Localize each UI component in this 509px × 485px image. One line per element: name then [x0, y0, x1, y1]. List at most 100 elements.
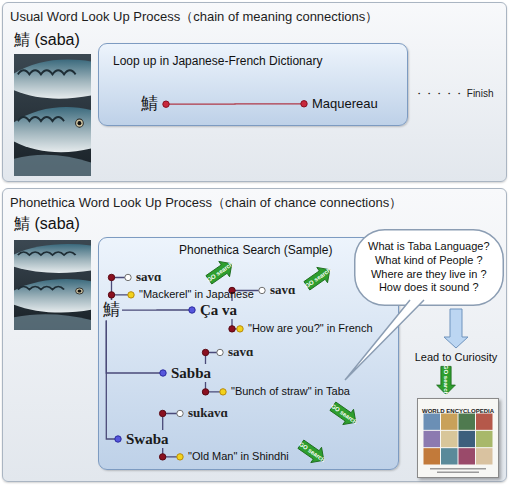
- junction-dot: [159, 454, 165, 460]
- go-arrow: [327, 399, 361, 430]
- fish-body: [10, 244, 95, 273]
- encyclopedia-book: WORLD ENCYCLOPEDIA: [417, 398, 499, 478]
- text-line: [430, 468, 486, 470]
- junction-dot: [202, 349, 208, 355]
- fish-stripes: [18, 117, 64, 121]
- go-arrow-shape: [203, 256, 237, 287]
- node-dot: [217, 349, 223, 355]
- node-text: What kind of People ?: [375, 254, 483, 268]
- search-box: Phonethica Search (Sample) 鯖 savɑ "Mackerel…: [98, 237, 399, 470]
- process-panel: Phonethica Word Look Up Process（chain of…: [2, 188, 507, 482]
- node-text: savɑ: [136, 270, 162, 285]
- collage-tile: [424, 431, 441, 447]
- meaning-node: "How are you?" in French: [240, 322, 375, 336]
- node-text: sukavɑ: [188, 406, 228, 421]
- collage-tile: [424, 414, 441, 430]
- collage-tile: [441, 414, 458, 430]
- node-text: 鯖: [103, 300, 120, 320]
- node-dot: [220, 389, 226, 395]
- node-text: savɑ: [228, 345, 254, 360]
- junction-dot: [159, 410, 165, 416]
- curiosity-note: Lead to Curiosity: [415, 351, 498, 363]
- node-dot: [115, 436, 121, 442]
- fish-body: [10, 107, 95, 152]
- word-node: 鯖: [101, 300, 122, 320]
- word-node: Swaba: [118, 430, 171, 448]
- node-text: Usual Word Look Up Process（chain of mean…: [10, 8, 378, 26]
- connector: [106, 320, 118, 439]
- collage-tile: [459, 448, 476, 464]
- collage-tile: [476, 431, 493, 447]
- fish-photo: [10, 240, 95, 330]
- fish-stripes: [18, 252, 76, 255]
- junction-dot: [108, 274, 114, 280]
- node-text: "Mackerel" in Japanese: [139, 288, 254, 302]
- node-text: Sabba: [171, 364, 211, 382]
- fish-body: [10, 155, 95, 176]
- go-arrow: [203, 256, 237, 287]
- node-dot: [128, 292, 134, 298]
- fish-stripes: [18, 287, 64, 290]
- node-dot: [163, 101, 169, 107]
- collage-tile: [424, 448, 441, 464]
- bubble-shape: [355, 230, 504, 306]
- node-text: Loop up in Japanese-French Dictionary: [113, 54, 322, 68]
- go-arrow-shape: [327, 399, 361, 430]
- node-dot: [189, 307, 195, 313]
- collage-tile: [476, 448, 493, 464]
- meaning-node: "Old Man" in Shindhi: [180, 450, 291, 464]
- go-search-text: GO search: [206, 261, 234, 283]
- connector: [166, 103, 304, 105]
- node-text: savɑ: [270, 283, 296, 298]
- fish-stripes: [18, 70, 76, 74]
- word-node: Sabba: [163, 364, 213, 382]
- node-text: Maquereau: [312, 96, 378, 112]
- node-dot: [237, 326, 243, 332]
- node-text: "Bunch of straw" in Taba: [231, 385, 350, 399]
- node-text: "Old Man" in Shindhi: [188, 450, 289, 464]
- node-dot: [125, 274, 131, 280]
- collage-tile: [476, 414, 493, 430]
- fish-body: [10, 314, 95, 330]
- collage-tile: [441, 431, 458, 447]
- node-text: 鯖: [141, 94, 158, 114]
- go-arrow-shape: [301, 262, 335, 293]
- node-dot: [177, 410, 183, 416]
- bubble-tail: [345, 300, 424, 380]
- curiosity-arrow: [444, 309, 468, 348]
- phonetic-node: savɑ: [128, 270, 164, 285]
- node-text: Where are they live in ?: [371, 268, 487, 282]
- connector: [106, 320, 163, 373]
- collage-tile: [459, 431, 476, 447]
- fish-pupil: [78, 290, 82, 293]
- phonetic-node: savɑ: [262, 283, 298, 298]
- fish-eye: [76, 288, 84, 294]
- word-node: 鯖: [139, 94, 166, 114]
- node-dot: [301, 101, 307, 107]
- node-text: What is Taba Language?: [368, 240, 490, 254]
- meaning-node: "Bunch of straw" in Taba: [223, 385, 352, 399]
- go-arrow: [301, 262, 335, 293]
- word-node: Maquereau: [304, 96, 380, 112]
- junction-dot: [229, 287, 235, 293]
- process-box: Loop up in Japanese-French Dictionary 鯖 Ma…: [98, 43, 408, 126]
- word-node: Ça va: [192, 301, 239, 319]
- collage-tile: [441, 448, 458, 464]
- connector: [232, 291, 262, 302]
- junction-dot: [229, 326, 235, 332]
- phonetic-node: sukavɑ: [180, 406, 230, 421]
- fish-body: [10, 279, 95, 312]
- node-text: Phonethica Word Look Up Process（chain of…: [10, 194, 402, 212]
- node-text: Phonethica Search (Sample): [179, 243, 332, 257]
- node-text: How does it sound ?: [379, 281, 479, 295]
- collage-tile: [459, 414, 476, 430]
- junction-dot: [202, 389, 208, 395]
- speech-bubble: What is Taba Language?What kind of Peopl…: [354, 229, 504, 306]
- node-text: WORLD ENCYCLOPEDIA: [422, 408, 494, 414]
- go-search-text: GO search: [298, 441, 326, 463]
- meaning-node: "Mackerel" in Japanese: [131, 288, 256, 302]
- go-arrow: [295, 437, 329, 468]
- node-text: Swaba: [126, 430, 169, 448]
- junction-dot: [108, 292, 114, 298]
- photo-caption: 鯖 (saba): [14, 214, 80, 235]
